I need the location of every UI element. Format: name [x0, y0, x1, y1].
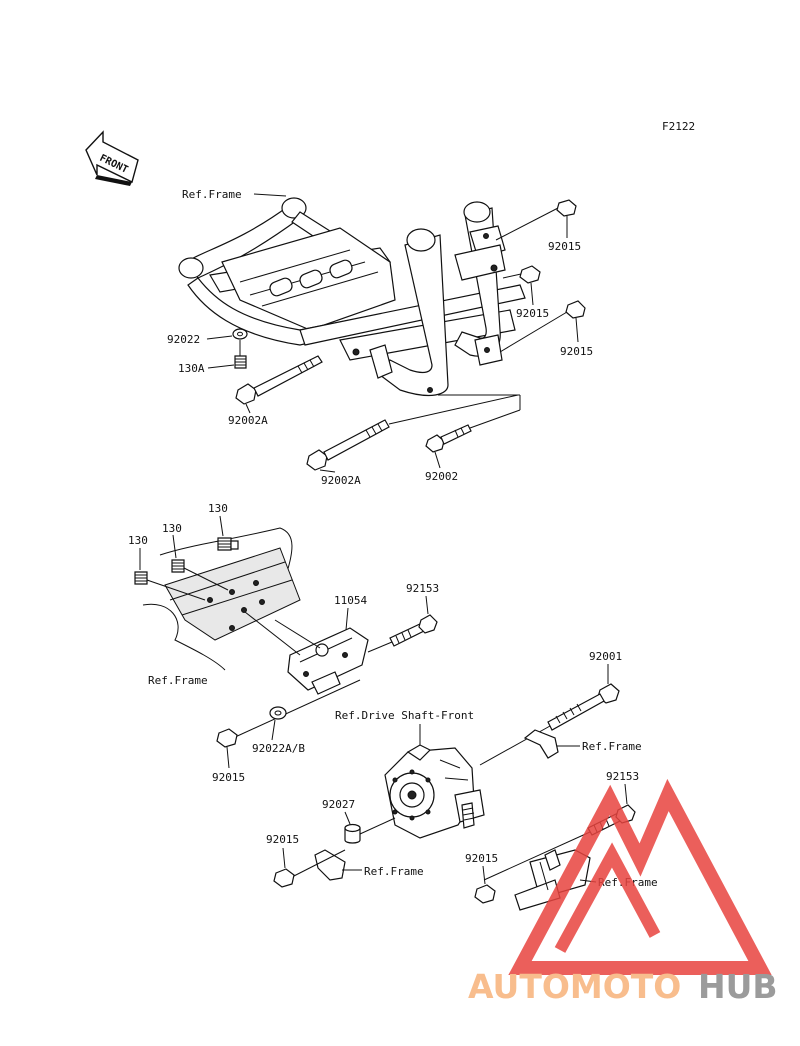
part-label-92015-d: 92015: [212, 771, 245, 784]
part-label-92153-b: 92153: [606, 770, 639, 783]
nut-92015-e: [273, 868, 295, 888]
nut-92015-c: [499, 300, 586, 353]
front-differential: [384, 744, 485, 839]
bolt-92002A-upper: [235, 355, 323, 405]
part-label-92015-e: 92015: [266, 833, 299, 846]
part-label-11054: 11054: [334, 594, 367, 607]
part-label-92015-f: 92015: [465, 852, 498, 865]
part-label-92002A-a: 92002A: [228, 414, 268, 427]
bolt-92002: [425, 409, 521, 453]
ref-frame-low-label: Ref.Frame: [364, 865, 424, 878]
frame-assembly: [178, 197, 526, 397]
ref-frame-mid-label: Ref.Frame: [148, 674, 208, 687]
part-label-92015-a: 92015: [548, 240, 581, 253]
part-label-130-c: 130: [208, 502, 228, 515]
ref-drive-shaft-label: Ref.Drive Shaft-Front: [335, 709, 474, 722]
part-label-130-b: 130: [162, 522, 182, 535]
bolt-130A: [234, 340, 247, 369]
frame-tab-low: [314, 849, 346, 881]
part-label-92027: 92027: [322, 798, 355, 811]
washer-92022: [232, 328, 248, 340]
part-label-92015-c: 92015: [560, 345, 593, 358]
bolt-92002A-lower: [306, 394, 519, 471]
front-arrow-icon: FRONT: [85, 130, 139, 186]
bracket-11054: [244, 611, 369, 695]
automotohub-logo: AUTOMOTO HUB: [468, 778, 778, 1006]
ref-frame-right-label: Ref.Frame: [582, 740, 642, 753]
frame-tab-right: [523, 729, 559, 759]
nut-92015-b: [502, 265, 541, 284]
nut-92015-d: [216, 728, 238, 748]
nut-92015-a: [495, 199, 577, 241]
part-label-92022: 92022: [167, 333, 200, 346]
part-label-130-a: 130: [128, 534, 148, 547]
frame-outline-lower: [142, 527, 301, 671]
washer-92022AB: [269, 706, 287, 720]
spacer-92027: [344, 817, 396, 844]
logo-text-part2: HUB: [698, 967, 778, 1006]
nut-92015-f: [474, 884, 496, 904]
part-label-92002: 92002: [425, 470, 458, 483]
logo-text-part1: AUTOMOTO: [468, 967, 681, 1006]
logo-triangle-icon: [508, 778, 772, 975]
part-label-130A: 130A: [178, 362, 205, 375]
bolt-130-c: [217, 537, 239, 551]
bolt-130-b: [171, 559, 229, 591]
part-label-92002A-b: 92002A: [321, 474, 361, 487]
part-label-92022AB: 92022A/B: [252, 742, 305, 755]
part-label-92001: 92001: [589, 650, 622, 663]
ref-frame-top-label: Ref.Frame: [182, 188, 242, 201]
bolt-92153-a: [367, 614, 438, 653]
diagram-code: F2122: [662, 120, 695, 133]
part-label-92153-a: 92153: [406, 582, 439, 595]
part-label-92015-b: 92015: [516, 307, 549, 320]
bolt-130-a: [134, 571, 206, 601]
